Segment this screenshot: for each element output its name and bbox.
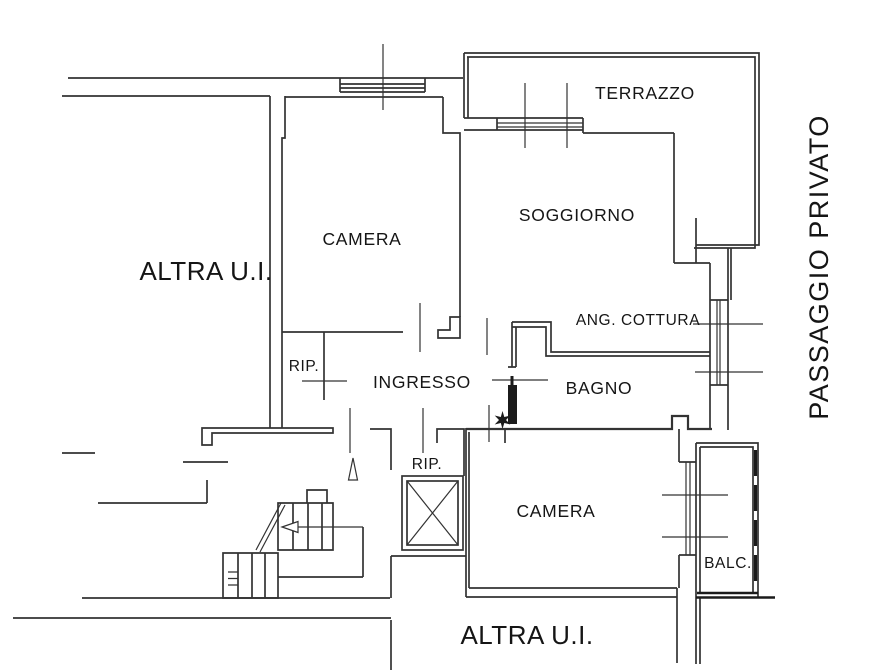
wall — [390, 555, 466, 598]
wall — [512, 326, 710, 357]
wall — [442, 97, 461, 317]
left-arrow-icon — [280, 520, 299, 534]
room-label-rip-left: RIP. — [289, 358, 320, 375]
elevator-outer-frame — [401, 475, 464, 551]
wall — [465, 428, 470, 597]
wall — [281, 96, 286, 428]
stair-treads — [237, 553, 266, 598]
wall — [696, 442, 759, 597]
room-label-ang-cottura: ANG. COTTURA — [576, 312, 700, 329]
window — [685, 462, 691, 555]
room-camera-bottom-walls — [465, 414, 728, 663]
room-label-altra-ui-left: ALTRA U.I. — [139, 256, 272, 286]
wall — [583, 132, 710, 264]
room-label-ingresso: INGRESSO — [373, 372, 471, 392]
wall — [464, 117, 584, 133]
room-label-altra-ui-bottom: ALTRA U.I. — [460, 620, 593, 650]
rip-walls — [201, 408, 465, 481]
window-sill — [710, 299, 728, 386]
balcony-bottom-wall — [696, 591, 775, 599]
door-leaf-marker — [508, 385, 517, 424]
terrace-walls — [463, 52, 760, 264]
stair-landing — [306, 489, 328, 503]
room-label-camera-top: CAMERA — [322, 229, 401, 249]
room-label-camera-bottom: CAMERA — [516, 501, 595, 521]
wall — [436, 428, 465, 476]
wall — [467, 56, 756, 249]
up-triangle-icon — [347, 457, 359, 481]
stair-flight-lower — [222, 552, 279, 599]
wall — [463, 53, 469, 118]
stair-hatch-marks — [228, 571, 238, 586]
wall — [678, 429, 696, 588]
door-leaf-marker — [510, 376, 514, 385]
wall — [505, 414, 712, 431]
door-jamb-line — [486, 318, 490, 442]
window — [497, 122, 583, 128]
wall — [727, 248, 732, 430]
door-jamb-line — [349, 408, 424, 453]
labels: ALTRA U.I. CAMERA TERRAZZO SOGGIORNO ANG… — [139, 83, 834, 650]
wall — [464, 52, 760, 246]
room-label-balcone: BALC. — [704, 555, 752, 572]
elevator-inner-frame — [406, 480, 459, 546]
room-label-soggiorno: SOGGIORNO — [519, 205, 635, 225]
wall-end — [437, 316, 461, 339]
wall-slab — [201, 427, 334, 446]
window-tick — [662, 494, 728, 538]
window-tick — [524, 83, 568, 148]
balcony-walls — [695, 442, 775, 664]
kitchen-bath-walls — [486, 318, 710, 443]
walls-outer-left — [13, 77, 466, 670]
wall — [98, 480, 208, 504]
wall — [466, 587, 678, 598]
room-label-bagno: BAGNO — [566, 378, 633, 398]
wall — [278, 527, 364, 578]
wall — [370, 428, 392, 470]
window-tick — [693, 323, 763, 373]
right-wall-strip — [693, 248, 763, 430]
room-label-terrazzo: TERRAZZO — [595, 83, 695, 103]
room-label-passaggio-privato: PASSAGGIO PRIVATO — [804, 114, 834, 420]
wall — [13, 617, 392, 670]
elevator-shaft — [401, 475, 464, 551]
wall — [508, 322, 517, 368]
stair-break-line — [255, 502, 286, 553]
x-cross-icon — [406, 480, 459, 546]
stair-flight-upper — [277, 502, 334, 551]
wall — [695, 443, 701, 664]
room-camera-top-walls — [281, 44, 461, 428]
room-label-rip-center: RIP. — [412, 456, 443, 473]
star-icon — [494, 411, 511, 429]
wall — [512, 321, 710, 353]
window — [716, 300, 721, 385]
stairs — [222, 489, 364, 599]
